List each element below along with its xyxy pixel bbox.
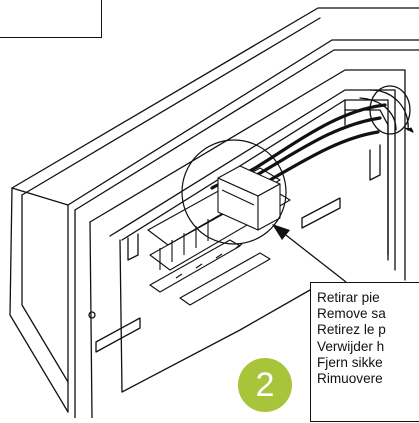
- housing-rim-top: [67, 39, 419, 206]
- post-left: [127, 233, 139, 261]
- corner-reference-box: [0, 0, 102, 38]
- housing-outer-bottom-left: [9, 187, 69, 413]
- housing-inner-edge: [21, 194, 69, 383]
- cavity-left: [119, 239, 123, 393]
- instruction-callout: Retirar pie Remove sa Retirez le p Verwi…: [310, 282, 419, 422]
- terminal-screws: [175, 243, 243, 279]
- post-right: [369, 144, 381, 181]
- cable-conduit-outer: [369, 89, 409, 131]
- instruction-line-it: Rimuovere: [317, 371, 383, 387]
- cable-conduit-inner: [359, 97, 397, 131]
- safety-cap-side: [257, 183, 281, 231]
- callout-arrow-group: [272, 224, 347, 283]
- terminal-clip-2: [179, 252, 271, 306]
- step-number-badge: 2: [238, 358, 292, 412]
- terminal-ribs: [159, 188, 263, 270]
- front-frame-inner-left: [89, 221, 93, 419]
- foot-right: [301, 197, 341, 229]
- instruction-line-fr: Retirez le p: [317, 322, 386, 338]
- callout-arrow-line: [281, 231, 347, 283]
- magnifier-circle: [181, 139, 287, 245]
- front-frame-top-inner: [89, 69, 406, 281]
- conduit-opening: [369, 85, 411, 135]
- housing-outer-left: [11, 7, 419, 189]
- housing-rim-inner: [74, 49, 419, 211]
- housing-inner-left: [21, 17, 321, 196]
- instruction-line-es: Retirar pie: [317, 290, 380, 305]
- instruction-line-nl: Verwijder h: [317, 338, 385, 354]
- conduit-tip: [404, 127, 414, 133]
- foot-left: [95, 317, 141, 353]
- callout-arrowhead: [272, 224, 290, 240]
- safety-cap-ridge: [221, 189, 255, 206]
- instruction-line-da: Fjern sikke: [317, 354, 383, 370]
- instruction-line-en: Remove sa: [317, 306, 386, 322]
- terminal-clip: [149, 239, 241, 293]
- cavity-floor: [121, 289, 311, 393]
- housing-outer-edge: [11, 187, 69, 413]
- screw-hole: [88, 311, 96, 319]
